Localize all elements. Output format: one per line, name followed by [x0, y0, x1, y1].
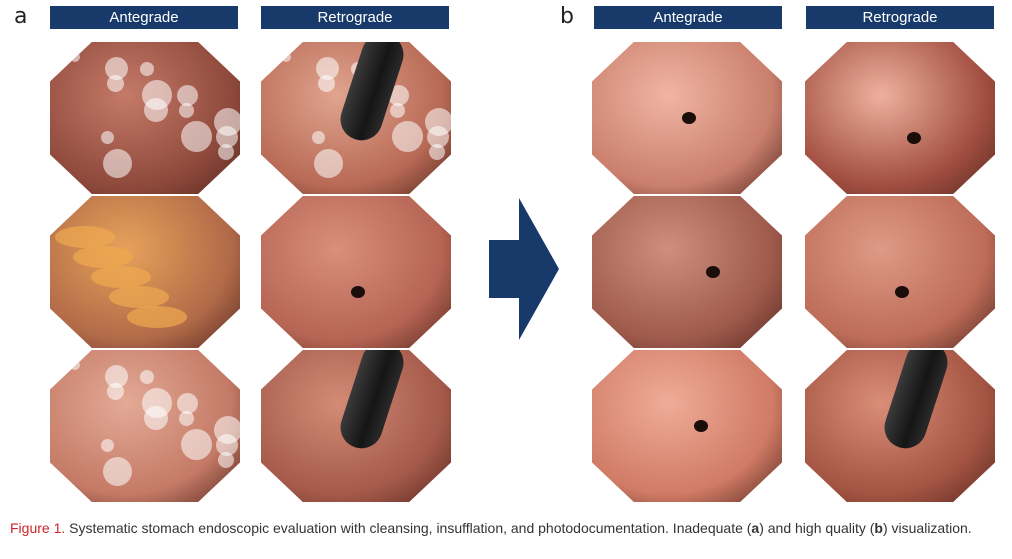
header-b-retrograde: Retrograde: [806, 6, 994, 29]
endoscopy-image-a-retrograde-1: [261, 42, 451, 194]
caption-bold-b: b: [874, 520, 883, 536]
endoscopy-image-b-retrograde-2: [805, 196, 995, 348]
endoscopy-image-a-retrograde-2: [261, 196, 451, 348]
right-arrow-icon: [489, 198, 559, 340]
header-b-antegrade: Antegrade: [594, 6, 782, 29]
panel-letter-a: a: [14, 4, 28, 29]
endoscopy-image-b-antegrade-1: [592, 42, 782, 194]
endoscopy-image-a-antegrade-2: [50, 196, 240, 348]
caption-text-mid: ) and high quality (: [759, 520, 875, 536]
caption-text-end: ) visualization.: [882, 520, 972, 536]
endoscopy-image-a-antegrade-3: [50, 350, 240, 502]
endoscopy-image-b-antegrade-3: [592, 350, 782, 502]
caption-bold-a: a: [751, 520, 760, 536]
figure-caption: Figure 1. Systematic stomach endoscopic …: [10, 519, 1006, 537]
panel-letter-b: b: [560, 4, 574, 29]
endoscopy-image-a-retrograde-3: [261, 350, 451, 502]
endoscopy-image-b-retrograde-1: [805, 42, 995, 194]
endoscopy-image-b-retrograde-3: [805, 350, 995, 502]
endoscopy-image-b-antegrade-2: [592, 196, 782, 348]
caption-text-main: Systematic stomach endoscopic evaluation…: [65, 520, 752, 536]
endoscopy-image-a-antegrade-1: [50, 42, 240, 194]
figure-label: Figure 1.: [10, 520, 66, 536]
header-a-retrograde: Retrograde: [261, 6, 449, 29]
header-a-antegrade: Antegrade: [50, 6, 238, 29]
